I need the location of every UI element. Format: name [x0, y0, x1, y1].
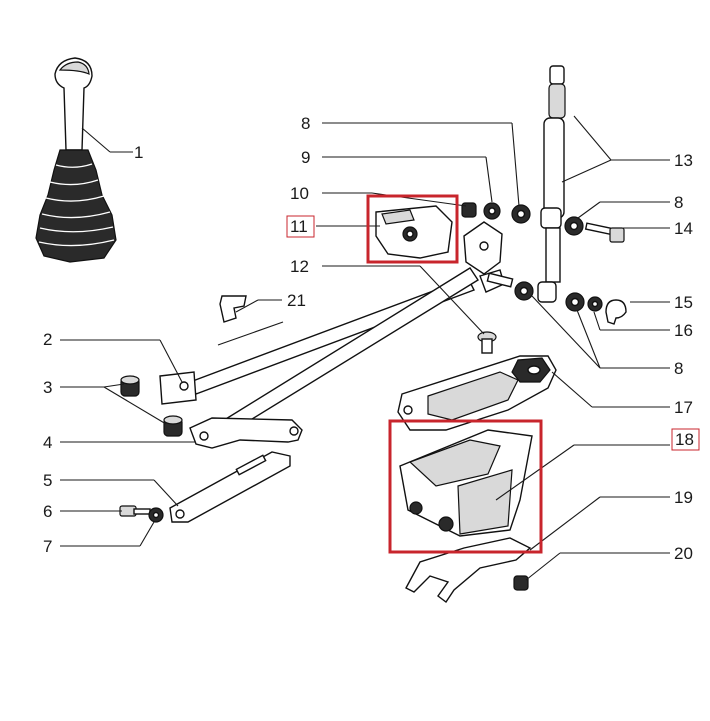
callout-1: 1 [134, 143, 143, 162]
part-15-clip [605, 299, 627, 325]
callout-17: 17 [674, 398, 693, 417]
callout-4: 4 [43, 433, 52, 452]
callout-11-frame [286, 215, 315, 238]
callout-5: 5 [43, 471, 52, 490]
part-8-lower-bushes [486, 272, 585, 312]
highlight-box-part-11 [366, 194, 459, 264]
part-8-right-bush [564, 216, 584, 236]
leader-lines [60, 115, 670, 581]
callout-8-top: 8 [301, 114, 310, 133]
callout-9: 9 [301, 148, 310, 167]
callout-8-right: 8 [674, 193, 683, 212]
part-16-washer [587, 296, 603, 312]
callout-13: 13 [674, 151, 693, 170]
highlight-box-part-18 [388, 419, 543, 554]
callout-21: 21 [287, 291, 306, 310]
callout-2: 2 [43, 330, 52, 349]
part-9-bush [483, 202, 501, 220]
part-17-gasket-plate [397, 355, 557, 431]
part-5-link-plate [169, 451, 291, 523]
callout-12: 12 [290, 257, 309, 276]
callout-15: 15 [674, 293, 693, 312]
part-12-screw [477, 331, 497, 354]
part-13-vertical-rod [537, 65, 566, 303]
callout-16: 16 [674, 321, 693, 340]
part-3-rubber-bushes [120, 375, 183, 437]
callout-18: 18 [675, 430, 694, 449]
callout-numbers: 1 2 3 4 5 6 7 8 8 8 9 10 11 12 13 14 15 … [43, 114, 700, 563]
part-14-bolt [584, 222, 625, 243]
callout-7: 7 [43, 537, 52, 556]
callout-14: 14 [674, 219, 693, 238]
callout-19: 19 [674, 488, 693, 507]
callout-20: 20 [674, 544, 693, 563]
part-20-nut [513, 575, 529, 591]
part-8-upper-bush [511, 204, 531, 224]
part-2-selector-rod [159, 277, 475, 405]
callout-11: 11 [290, 217, 308, 236]
part-19-support-bracket [405, 537, 532, 604]
part-7-washer [148, 507, 164, 523]
callout-18-frame [671, 428, 700, 451]
callout-8-lower: 8 [674, 359, 683, 378]
part-4-lower-lever [189, 267, 479, 449]
callout-6: 6 [43, 502, 52, 521]
callout-10: 10 [290, 184, 309, 203]
callout-3: 3 [43, 378, 52, 397]
part-18-gear-housing [399, 429, 533, 537]
part-6-bolt [119, 505, 151, 517]
part-21-retaining-clip [217, 295, 284, 346]
part-10-nut [461, 202, 477, 218]
part-11-bracket [375, 205, 453, 259]
part-1-gear-knob-and-boot [35, 57, 117, 263]
